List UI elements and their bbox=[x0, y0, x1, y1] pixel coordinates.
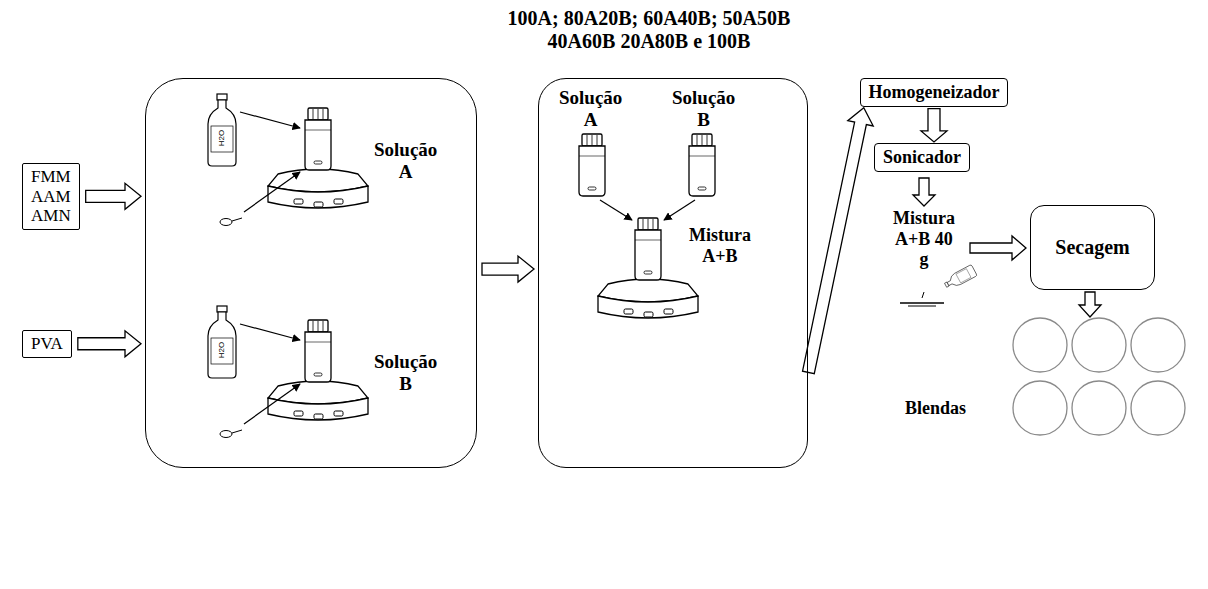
drawing-part bbox=[220, 430, 242, 438]
process-box: Sonicador bbox=[874, 143, 970, 172]
block-arrow bbox=[803, 108, 874, 374]
result-label: Blendas bbox=[905, 398, 966, 419]
drawing-part bbox=[689, 134, 715, 196]
panel-text: Solução A bbox=[559, 87, 622, 131]
input-box: PVA bbox=[22, 330, 72, 358]
drawing-part bbox=[579, 134, 605, 196]
block-arrow bbox=[921, 109, 947, 142]
drawing-part bbox=[943, 264, 978, 290]
drawing-part bbox=[268, 381, 368, 420]
preparation-panel: Solução A Solução B bbox=[145, 78, 477, 468]
box-text: Secagem bbox=[1055, 236, 1129, 259]
drawing-part bbox=[208, 306, 236, 378]
drawing-part bbox=[600, 200, 632, 220]
drawing-part bbox=[900, 302, 944, 304]
drawing-part bbox=[970, 236, 1026, 260]
drawing-part bbox=[1079, 292, 1101, 317]
drawing-part bbox=[220, 218, 242, 226]
panel-text: Solução B bbox=[374, 351, 437, 395]
drawing-part bbox=[1013, 318, 1185, 435]
bottle-label: H2O bbox=[217, 342, 226, 358]
panel-heading: 100A; 80A20B; 60A40B; 50A50B 40A60B 20A8… bbox=[494, 7, 804, 53]
block-arrow bbox=[482, 256, 534, 282]
block-arrow bbox=[78, 331, 141, 357]
drawing-part bbox=[305, 320, 331, 382]
box-text: Homogeneizador bbox=[869, 82, 1000, 103]
drawing-part bbox=[664, 200, 695, 220]
drawing-part bbox=[240, 112, 300, 128]
drawing-part bbox=[1013, 318, 1067, 372]
drawing-part bbox=[598, 279, 698, 318]
panel-text: Solução B bbox=[672, 87, 735, 131]
panel-text: Solução A bbox=[374, 139, 437, 183]
box-text: FMM AAM AMN bbox=[31, 167, 71, 226]
drawing-part bbox=[1131, 318, 1185, 372]
drawing-part bbox=[1072, 381, 1126, 435]
drawing-part bbox=[1131, 381, 1185, 435]
drawing-part bbox=[208, 94, 236, 166]
drawing-part bbox=[1072, 318, 1126, 372]
drawing-part bbox=[305, 108, 331, 170]
drawing-part bbox=[244, 172, 300, 212]
process-box: Homogeneizador bbox=[860, 78, 1009, 107]
drawing-part bbox=[244, 384, 300, 424]
bottle-label: H2O bbox=[217, 130, 226, 146]
drawing-part bbox=[943, 264, 978, 290]
drawing-part bbox=[908, 306, 936, 307]
drawing-part bbox=[922, 292, 924, 298]
input-box: FMM AAM AMN bbox=[22, 163, 80, 230]
mixing-panel: 100A; 80A20B; 60A40B; 50A50B 40A60B 20A8… bbox=[538, 78, 808, 468]
panel-text: Mistura A+B bbox=[689, 225, 751, 266]
drawing-part bbox=[240, 324, 300, 340]
box-text: PVA bbox=[31, 334, 63, 354]
drawing-part bbox=[635, 218, 661, 280]
drawing-part bbox=[1013, 381, 1067, 435]
drawing-part bbox=[913, 178, 935, 206]
step-label: Mistura A+B 40 g bbox=[893, 208, 955, 270]
box-text: Sonicador bbox=[883, 147, 961, 168]
block-arrow bbox=[86, 183, 141, 209]
drawing-part bbox=[268, 169, 368, 208]
process-box: Secagem bbox=[1030, 205, 1155, 290]
